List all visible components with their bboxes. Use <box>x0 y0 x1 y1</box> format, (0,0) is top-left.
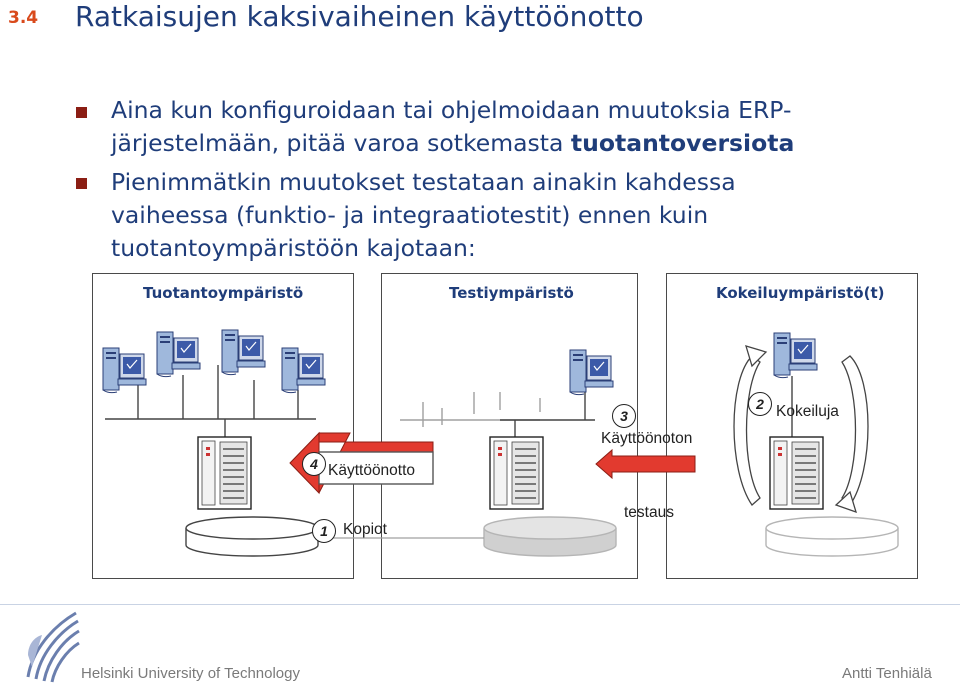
footer-divider <box>0 604 960 605</box>
footer-author: Antti Tenhiälä <box>842 665 932 682</box>
deployment-testing-arrow <box>595 448 696 480</box>
trial-workstation-icon <box>773 332 818 379</box>
step-3-label-line-2: testaus <box>624 504 674 521</box>
bullet-marker <box>76 107 87 118</box>
step-2-badge: 2 <box>748 392 772 416</box>
trial-cycle-arrows <box>733 345 869 514</box>
workstation-icon <box>281 347 326 394</box>
workstation-icon <box>156 331 201 378</box>
test-network-link <box>500 385 595 438</box>
step-1-badge: 1 <box>312 519 336 543</box>
production-database-icon <box>185 516 319 557</box>
step-1-label: Kopiot <box>343 521 387 538</box>
production-server-icon <box>197 436 252 510</box>
footer-institution: Helsinki University of Technology <box>81 665 300 682</box>
workstation-icon <box>102 347 147 394</box>
production-network-lines <box>105 365 316 438</box>
step-2-label: Kokeiluja <box>776 403 839 420</box>
step-4-badge: 4 <box>302 452 326 476</box>
production-environment-label: Tuotantoympäristö <box>143 284 304 302</box>
bullet-marker <box>76 178 87 189</box>
test-environment-label: Testiympäristö <box>449 284 574 302</box>
bullet-1-line-1: Aina kun konfiguroidaan tai ohjelmoidaan… <box>111 96 792 124</box>
step-3-badge: 3 <box>612 404 636 428</box>
workstation-icon <box>221 329 266 376</box>
page-title: Ratkaisujen kaksivaiheinen käyttöönotto <box>75 0 644 33</box>
bullet-2-line-3: tuotantoympäristöön kajotaan: <box>111 234 476 262</box>
bullet-2-line-2: vaiheessa (funktio- ja integraatiotestit… <box>111 201 709 229</box>
bullet-1-line-2: järjestelmään, pitää varoa sotkemasta tu… <box>111 127 794 160</box>
trial-server-icon <box>769 436 824 510</box>
trial-environment-label: Kokeiluympäristö(t) <box>716 284 885 302</box>
test-network-lines <box>400 392 541 427</box>
test-workstation-icon <box>569 349 614 396</box>
bullet-1-emphasis: tuotantoversiota <box>570 129 795 157</box>
university-logo <box>26 611 80 683</box>
trial-database-icon <box>765 516 899 557</box>
test-server-icon <box>489 436 544 510</box>
test-database-icon <box>483 516 617 557</box>
step-3-label-line-1: Käyttöönoton <box>601 430 693 447</box>
section-number: 3.4 <box>8 8 39 28</box>
bullet-1-line-2-text: järjestelmään, pitää varoa sotkemasta <box>111 129 571 157</box>
step-4-label: Käyttöönotto <box>328 462 416 479</box>
bullet-2-line-1: Pienimmätkin muutokset testataan ainakin… <box>111 168 736 196</box>
